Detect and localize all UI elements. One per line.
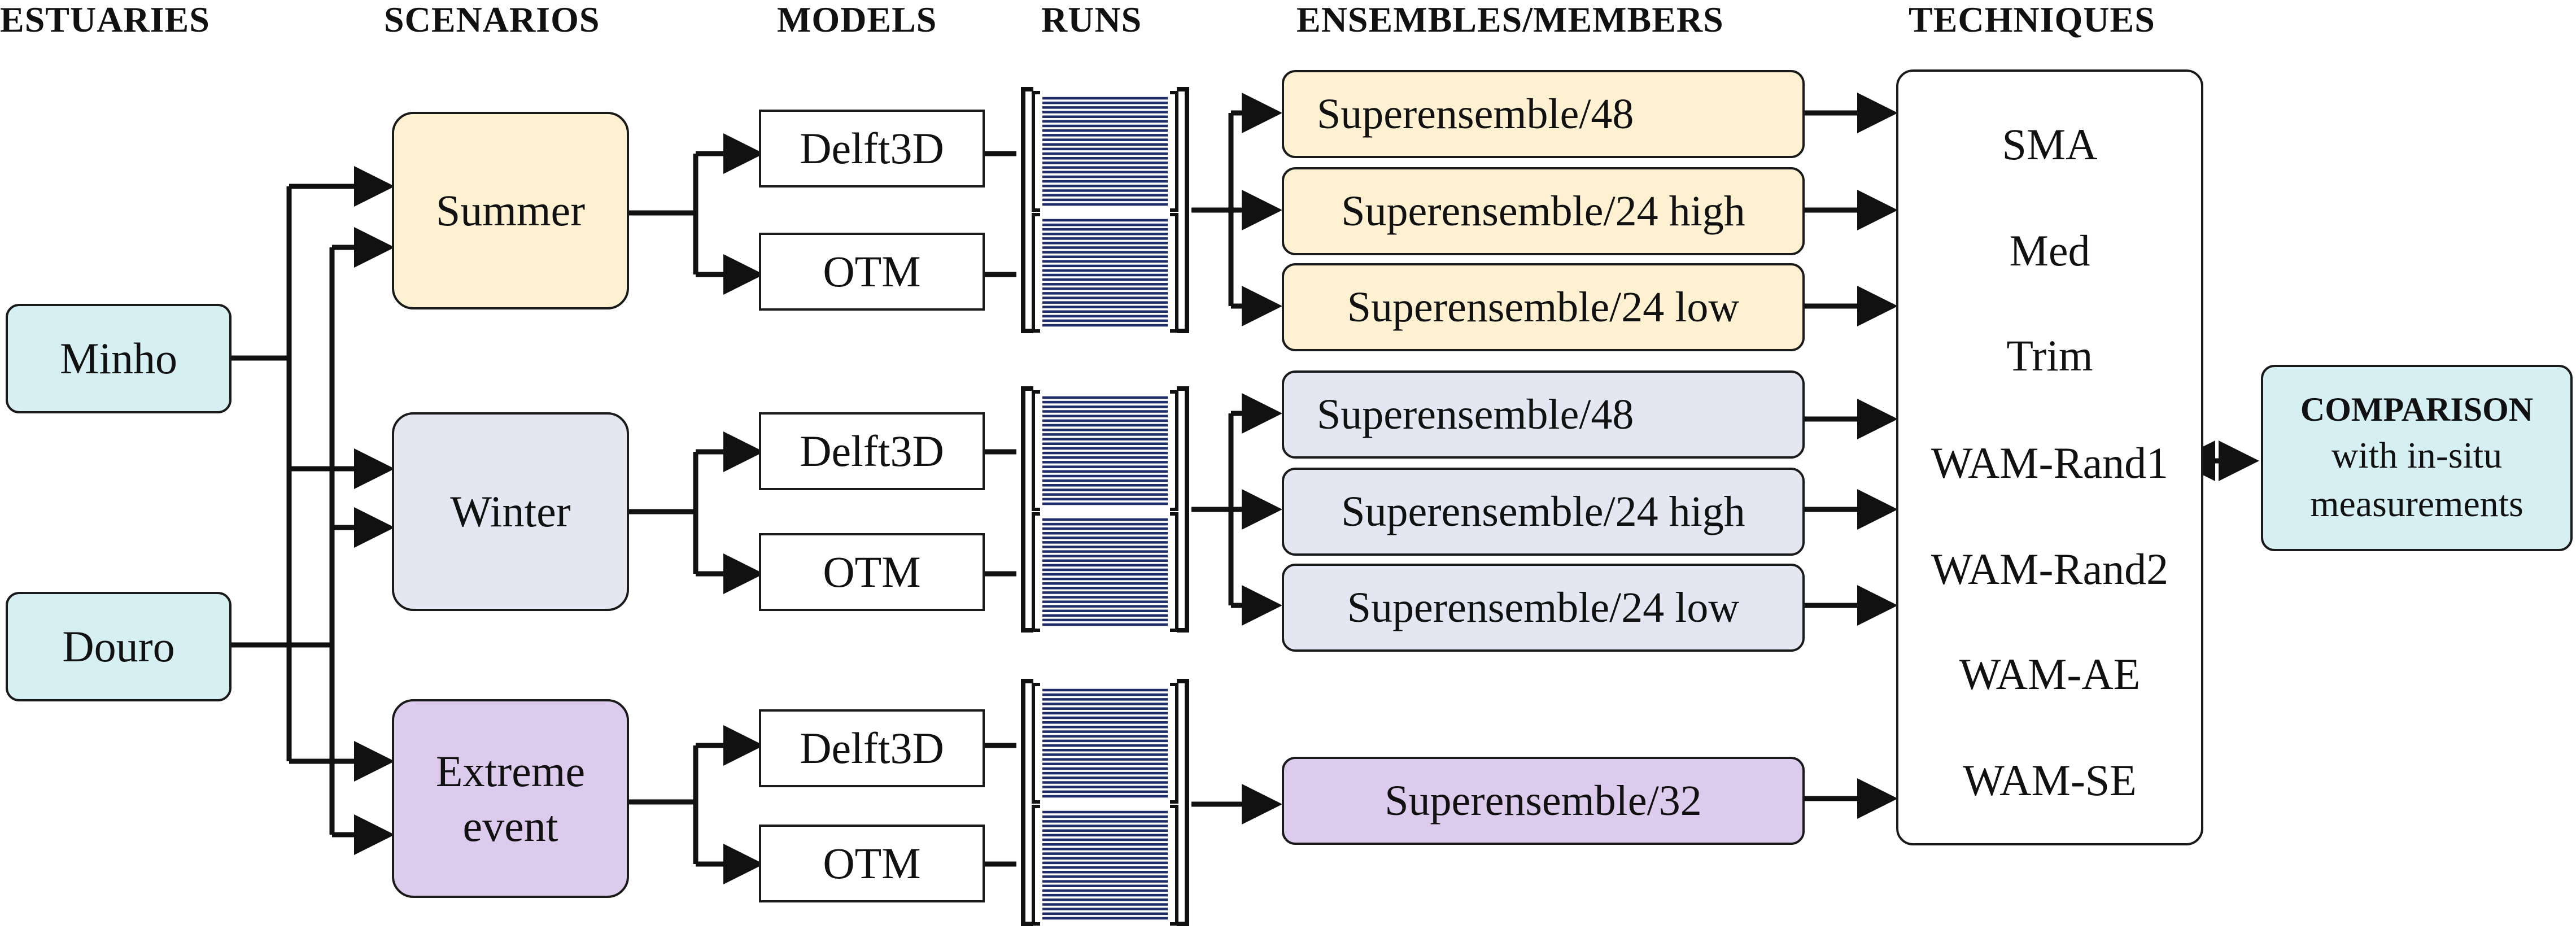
scenario-extreme-event: Extreme event — [392, 699, 629, 898]
run-stack-bracket — [1032, 683, 1178, 804]
header-ensembles: ENSEMBLES/MEMBERS — [1296, 0, 1724, 40]
runs-bracket-summer — [1021, 87, 1189, 333]
technique-wam-se: WAM-SE — [1963, 756, 2137, 805]
header-estuaries: ESTUARIES — [0, 0, 210, 40]
technique-wam-rand2: WAM-Rand2 — [1931, 544, 2169, 594]
comparison-line2: measurements — [2310, 483, 2523, 525]
scenario-extreme-line1: Extreme — [435, 746, 586, 796]
header-models: MODELS — [777, 0, 937, 40]
techniques-panel: SMA Med Trim WAM-Rand1 WAM-Rand2 WAM-AE … — [1896, 69, 2203, 845]
run-stack-bracket — [1032, 805, 1178, 926]
ensemble-extreme-32: Superensemble/32 — [1282, 757, 1805, 845]
scenario-extreme-line2: event — [462, 801, 558, 851]
header-runs: RUNS — [1041, 0, 1142, 40]
model-otm-extreme: OTM — [759, 825, 985, 902]
model-delft3d-extreme: Delft3D — [759, 709, 985, 787]
ensemble-summer-48: Superensemble/48 — [1282, 70, 1805, 158]
scenario-winter: Winter — [392, 412, 629, 611]
comparison-line1: with in-situ — [2331, 435, 2503, 477]
run-stack-bracket — [1032, 91, 1178, 212]
runs-bracket-extreme — [1021, 679, 1189, 926]
runs-bracket-winter — [1021, 386, 1189, 633]
technique-sma: SMA — [2002, 120, 2098, 169]
header-techniques: TECHNIQUES — [1909, 0, 2155, 40]
model-delft3d-winter: Delft3D — [759, 412, 985, 490]
run-stack-bracket — [1032, 512, 1178, 632]
ensemble-summer-24-high: Superensemble/24 high — [1282, 167, 1805, 255]
comparison-box: COMPARISON with in-situ measurements — [2261, 365, 2573, 551]
estuary-minho: Minho — [6, 304, 232, 413]
model-otm-winter: OTM — [759, 533, 985, 611]
technique-trim: Trim — [2006, 331, 2093, 380]
ensemble-summer-24-low: Superensemble/24 low — [1282, 263, 1805, 351]
run-stacks — [1032, 91, 1178, 926]
technique-wam-ae: WAM-AE — [1959, 649, 2141, 699]
header-scenarios: SCENARIOS — [384, 0, 600, 40]
comparison-title: COMPARISON — [2300, 391, 2534, 429]
ensemble-winter-24-low: Superensemble/24 low — [1282, 564, 1805, 652]
ensemble-winter-24-high: Superensemble/24 high — [1282, 468, 1805, 556]
run-stack-bracket — [1032, 390, 1178, 511]
model-delft3d-summer: Delft3D — [759, 110, 985, 187]
technique-wam-rand1: WAM-Rand1 — [1931, 438, 2169, 487]
technique-med: Med — [2009, 226, 2090, 275]
estuary-douro: Douro — [6, 592, 232, 701]
scenario-summer: Summer — [392, 112, 629, 309]
run-stack-bracket — [1032, 213, 1178, 333]
ensemble-winter-48: Superensemble/48 — [1282, 370, 1805, 459]
model-otm-summer: OTM — [759, 233, 985, 311]
